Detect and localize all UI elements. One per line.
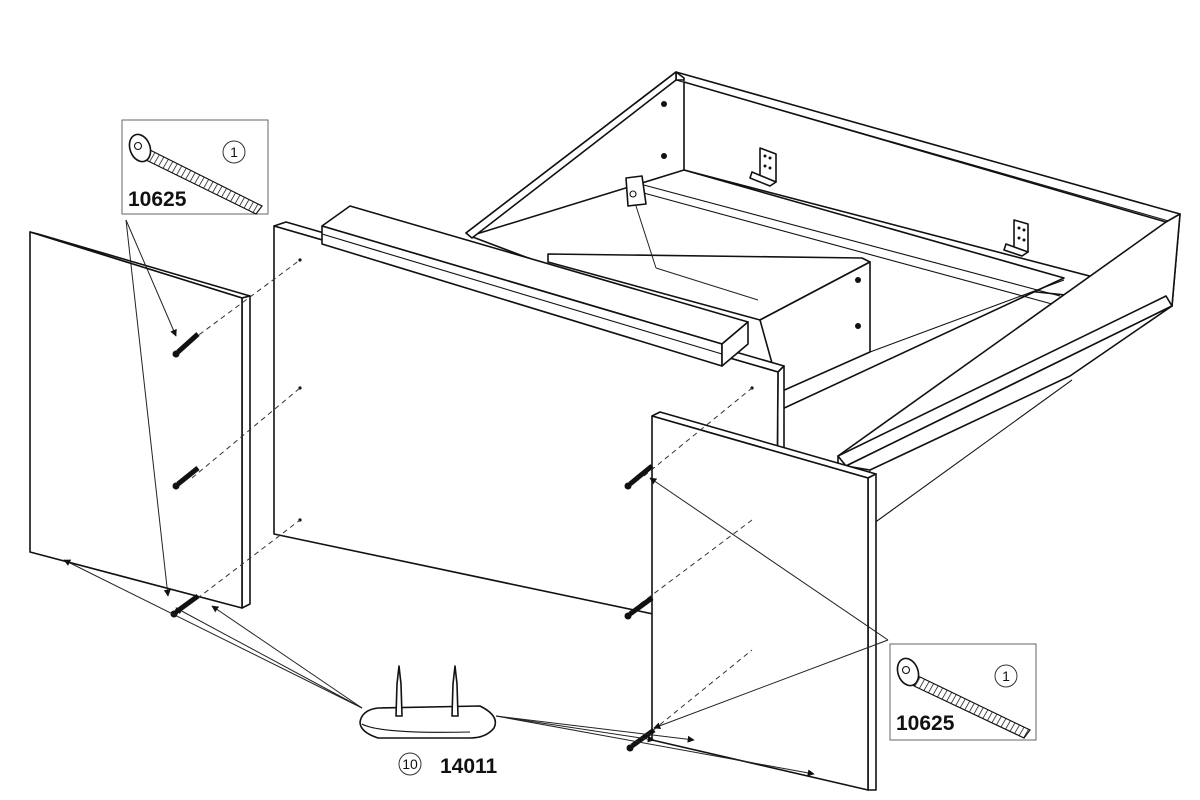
part-code-label: 14011	[440, 755, 498, 778]
part-callout-bolt-top: 1 10625	[121, 119, 269, 597]
handle-bar	[321, 205, 749, 367]
quantity-label: 10	[402, 756, 418, 772]
quantity-label: 1	[230, 144, 238, 160]
bolt-icon	[896, 657, 1031, 739]
part-code-label: 10625	[896, 712, 955, 735]
rail-end-bracket	[625, 175, 647, 207]
bolt-icon	[624, 595, 654, 620]
bolt-icon	[128, 133, 263, 215]
right-side-panel	[651, 411, 877, 791]
part-code-label: 10625	[128, 188, 187, 211]
inserted-bolts	[170, 332, 656, 752]
bracket-right	[1003, 219, 1029, 257]
left-side-panel	[29, 231, 251, 609]
bolt-icon	[172, 332, 200, 358]
part-callout-bolt-right: 1 10625	[649, 477, 1037, 741]
quantity-label: 1	[1002, 668, 1010, 684]
bolt-icon	[172, 466, 200, 490]
assembly-guide-lines	[189, 259, 753, 737]
furniture-glide-icon	[359, 665, 497, 739]
bracket-left	[749, 147, 777, 187]
bolt-icon	[170, 593, 200, 618]
part-callout-glide: 10 14011	[63, 559, 815, 778]
bolt-icon	[624, 464, 654, 490]
